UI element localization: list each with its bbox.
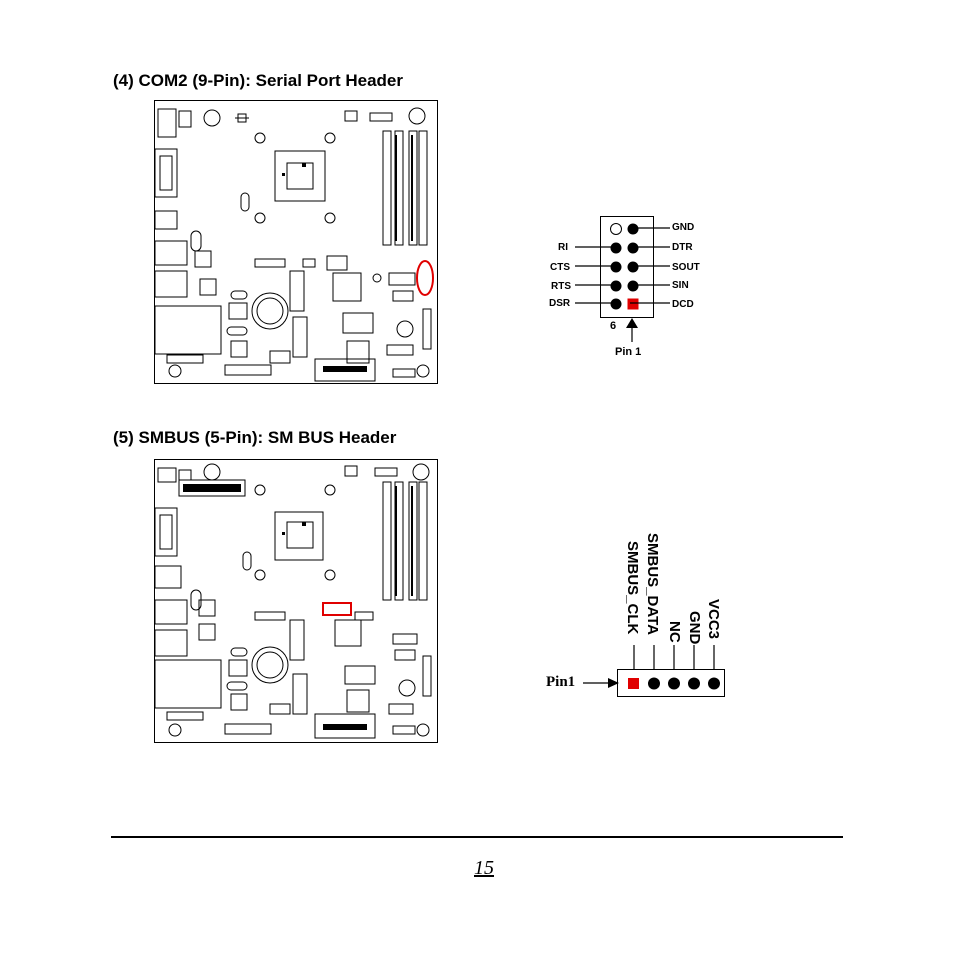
com2-label-ri: RI	[558, 242, 568, 253]
com2-pin6-label: 6	[610, 320, 617, 332]
section-4-heading: (4) COM2 (9-Pin): Serial Port Header	[113, 71, 404, 90]
com2-pin1-label: Pin 1	[615, 346, 642, 358]
smbus-label-nc: NC	[666, 621, 683, 643]
com2-pin-header	[600, 216, 654, 318]
page-number: 15	[474, 857, 494, 879]
smbus-pin-header	[617, 669, 725, 697]
com2-label-gnd: GND	[672, 222, 695, 233]
com2-label-rts: RTS	[551, 281, 571, 292]
motherboard-diagram-smbus	[154, 459, 438, 743]
smbus-leader-lines	[583, 645, 715, 688]
section-5-heading: (5) SMBUS (5-Pin): SM BUS Header	[113, 428, 397, 447]
motherboard-diagram-com2	[154, 100, 438, 384]
com2-leader-lines	[575, 227, 670, 342]
smbus-label-clk: SMBUS_CLK	[624, 541, 641, 635]
footer-rule	[111, 836, 843, 838]
smbus-label-data: SMBUS_DATA	[644, 533, 661, 635]
com2-label-dsr: DSR	[549, 298, 571, 309]
com2-label-dcd: DCD	[672, 299, 694, 310]
smbus-label-vcc3: VCC3	[705, 599, 722, 640]
com2-label-sout: SOUT	[672, 262, 700, 273]
com2-label-cts: CTS	[550, 262, 570, 273]
com2-label-sin: SIN	[672, 280, 689, 291]
smbus-label-gnd: GND	[686, 611, 703, 645]
com2-label-dtr: DTR	[672, 242, 693, 253]
smbus-pin1-label: Pin1	[546, 674, 576, 690]
